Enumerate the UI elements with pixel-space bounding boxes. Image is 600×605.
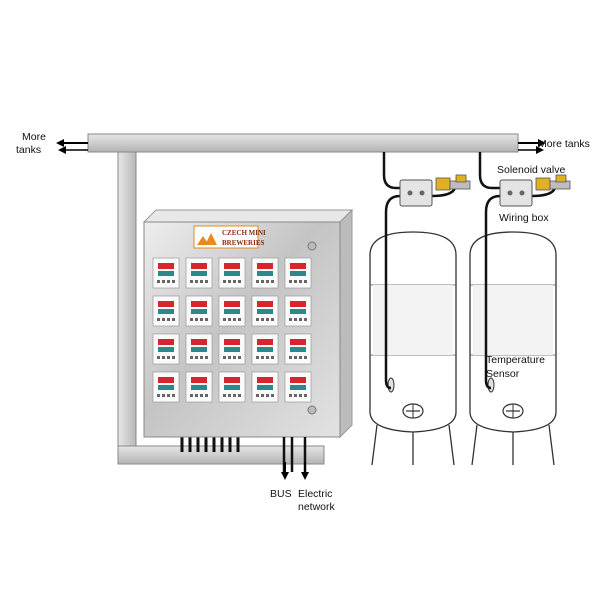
label-wiring-box: Wiring box xyxy=(499,212,549,224)
temperature-controller xyxy=(284,371,312,403)
temperature-controller xyxy=(185,333,213,365)
brewery-logo: CZECH MINI BREWERIES xyxy=(193,225,266,249)
label-bus: BUS xyxy=(270,488,292,500)
temperature-controller xyxy=(284,333,312,365)
solenoid-valve-right xyxy=(535,174,571,191)
label-temperature: Temperature xyxy=(486,354,545,366)
vertical-pipe xyxy=(117,151,325,465)
tank-right xyxy=(469,231,557,466)
temperature-controller xyxy=(251,295,279,327)
temperature-controller xyxy=(218,295,246,327)
tank-left xyxy=(369,231,457,466)
controller-grid xyxy=(152,257,312,403)
wiring-box-right xyxy=(499,179,533,207)
tank-cables xyxy=(382,152,557,390)
solenoid-valve-left xyxy=(435,174,471,191)
label-network: network xyxy=(298,501,336,513)
wiring-box-left xyxy=(399,179,433,207)
logo-line2: BREWERIES xyxy=(222,239,265,247)
temperature-controller xyxy=(185,371,213,403)
temperature-controller xyxy=(185,295,213,327)
temperature-controller xyxy=(218,333,246,365)
temperature-controller xyxy=(152,371,180,403)
temperature-controller xyxy=(251,257,279,289)
temperature-controller xyxy=(152,257,180,289)
temperature-controller xyxy=(152,333,180,365)
label-solenoid-valve: Solenoid valve xyxy=(497,164,565,176)
label-more-tanks-left-2: tanks xyxy=(16,144,41,156)
control-box: CZECH MINI BREWERIES xyxy=(142,208,354,439)
temperature-controller xyxy=(152,295,180,327)
temperature-controller xyxy=(185,257,213,289)
label-more-tanks-right: More tanks xyxy=(538,138,590,150)
temperature-controller xyxy=(218,371,246,403)
label-more-tanks-left-1: More xyxy=(22,131,46,143)
label-sensor: Sensor xyxy=(486,368,520,380)
label-electric: Electric xyxy=(298,488,332,500)
temperature-controller xyxy=(284,295,312,327)
temperature-controller xyxy=(284,257,312,289)
logo-line1: CZECH MINI xyxy=(222,229,266,237)
temperature-controller xyxy=(218,257,246,289)
temperature-controller xyxy=(251,371,279,403)
temperature-controller xyxy=(251,333,279,365)
main-pipe xyxy=(87,133,519,153)
